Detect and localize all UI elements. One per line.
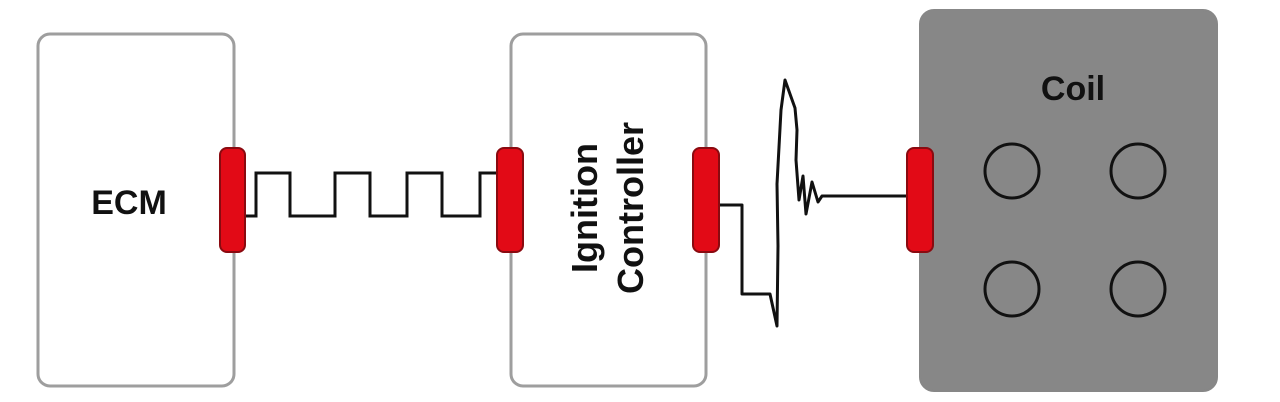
coil-terminal-bottom-right [1109, 260, 1167, 318]
coil-terminal-top-left [983, 142, 1041, 200]
coil-terminal-top-right [1109, 142, 1167, 200]
square-wave-signal [243, 171, 500, 218]
ecm-output-connector [219, 147, 246, 253]
ignition-controller-label-line2: Controller [610, 122, 651, 294]
ecm-block: ECM [36, 32, 236, 388]
ignition-controller-box [509, 32, 708, 388]
spike-waveform-signal [718, 78, 909, 328]
ignition-controller-output-connector [692, 147, 720, 253]
ignition-controller-block: Ignition Controller [509, 32, 708, 388]
coil-label: Coil [1041, 70, 1105, 108]
ignition-controller-input-connector [496, 147, 524, 253]
ignition-controller-label-line1: Ignition [564, 143, 605, 273]
coil-input-connector [906, 147, 934, 253]
coil-box [919, 9, 1218, 392]
coil-terminal-bottom-left [983, 260, 1041, 318]
ecm-label: ECM [91, 184, 167, 222]
coil-block: Coil [919, 9, 1218, 392]
